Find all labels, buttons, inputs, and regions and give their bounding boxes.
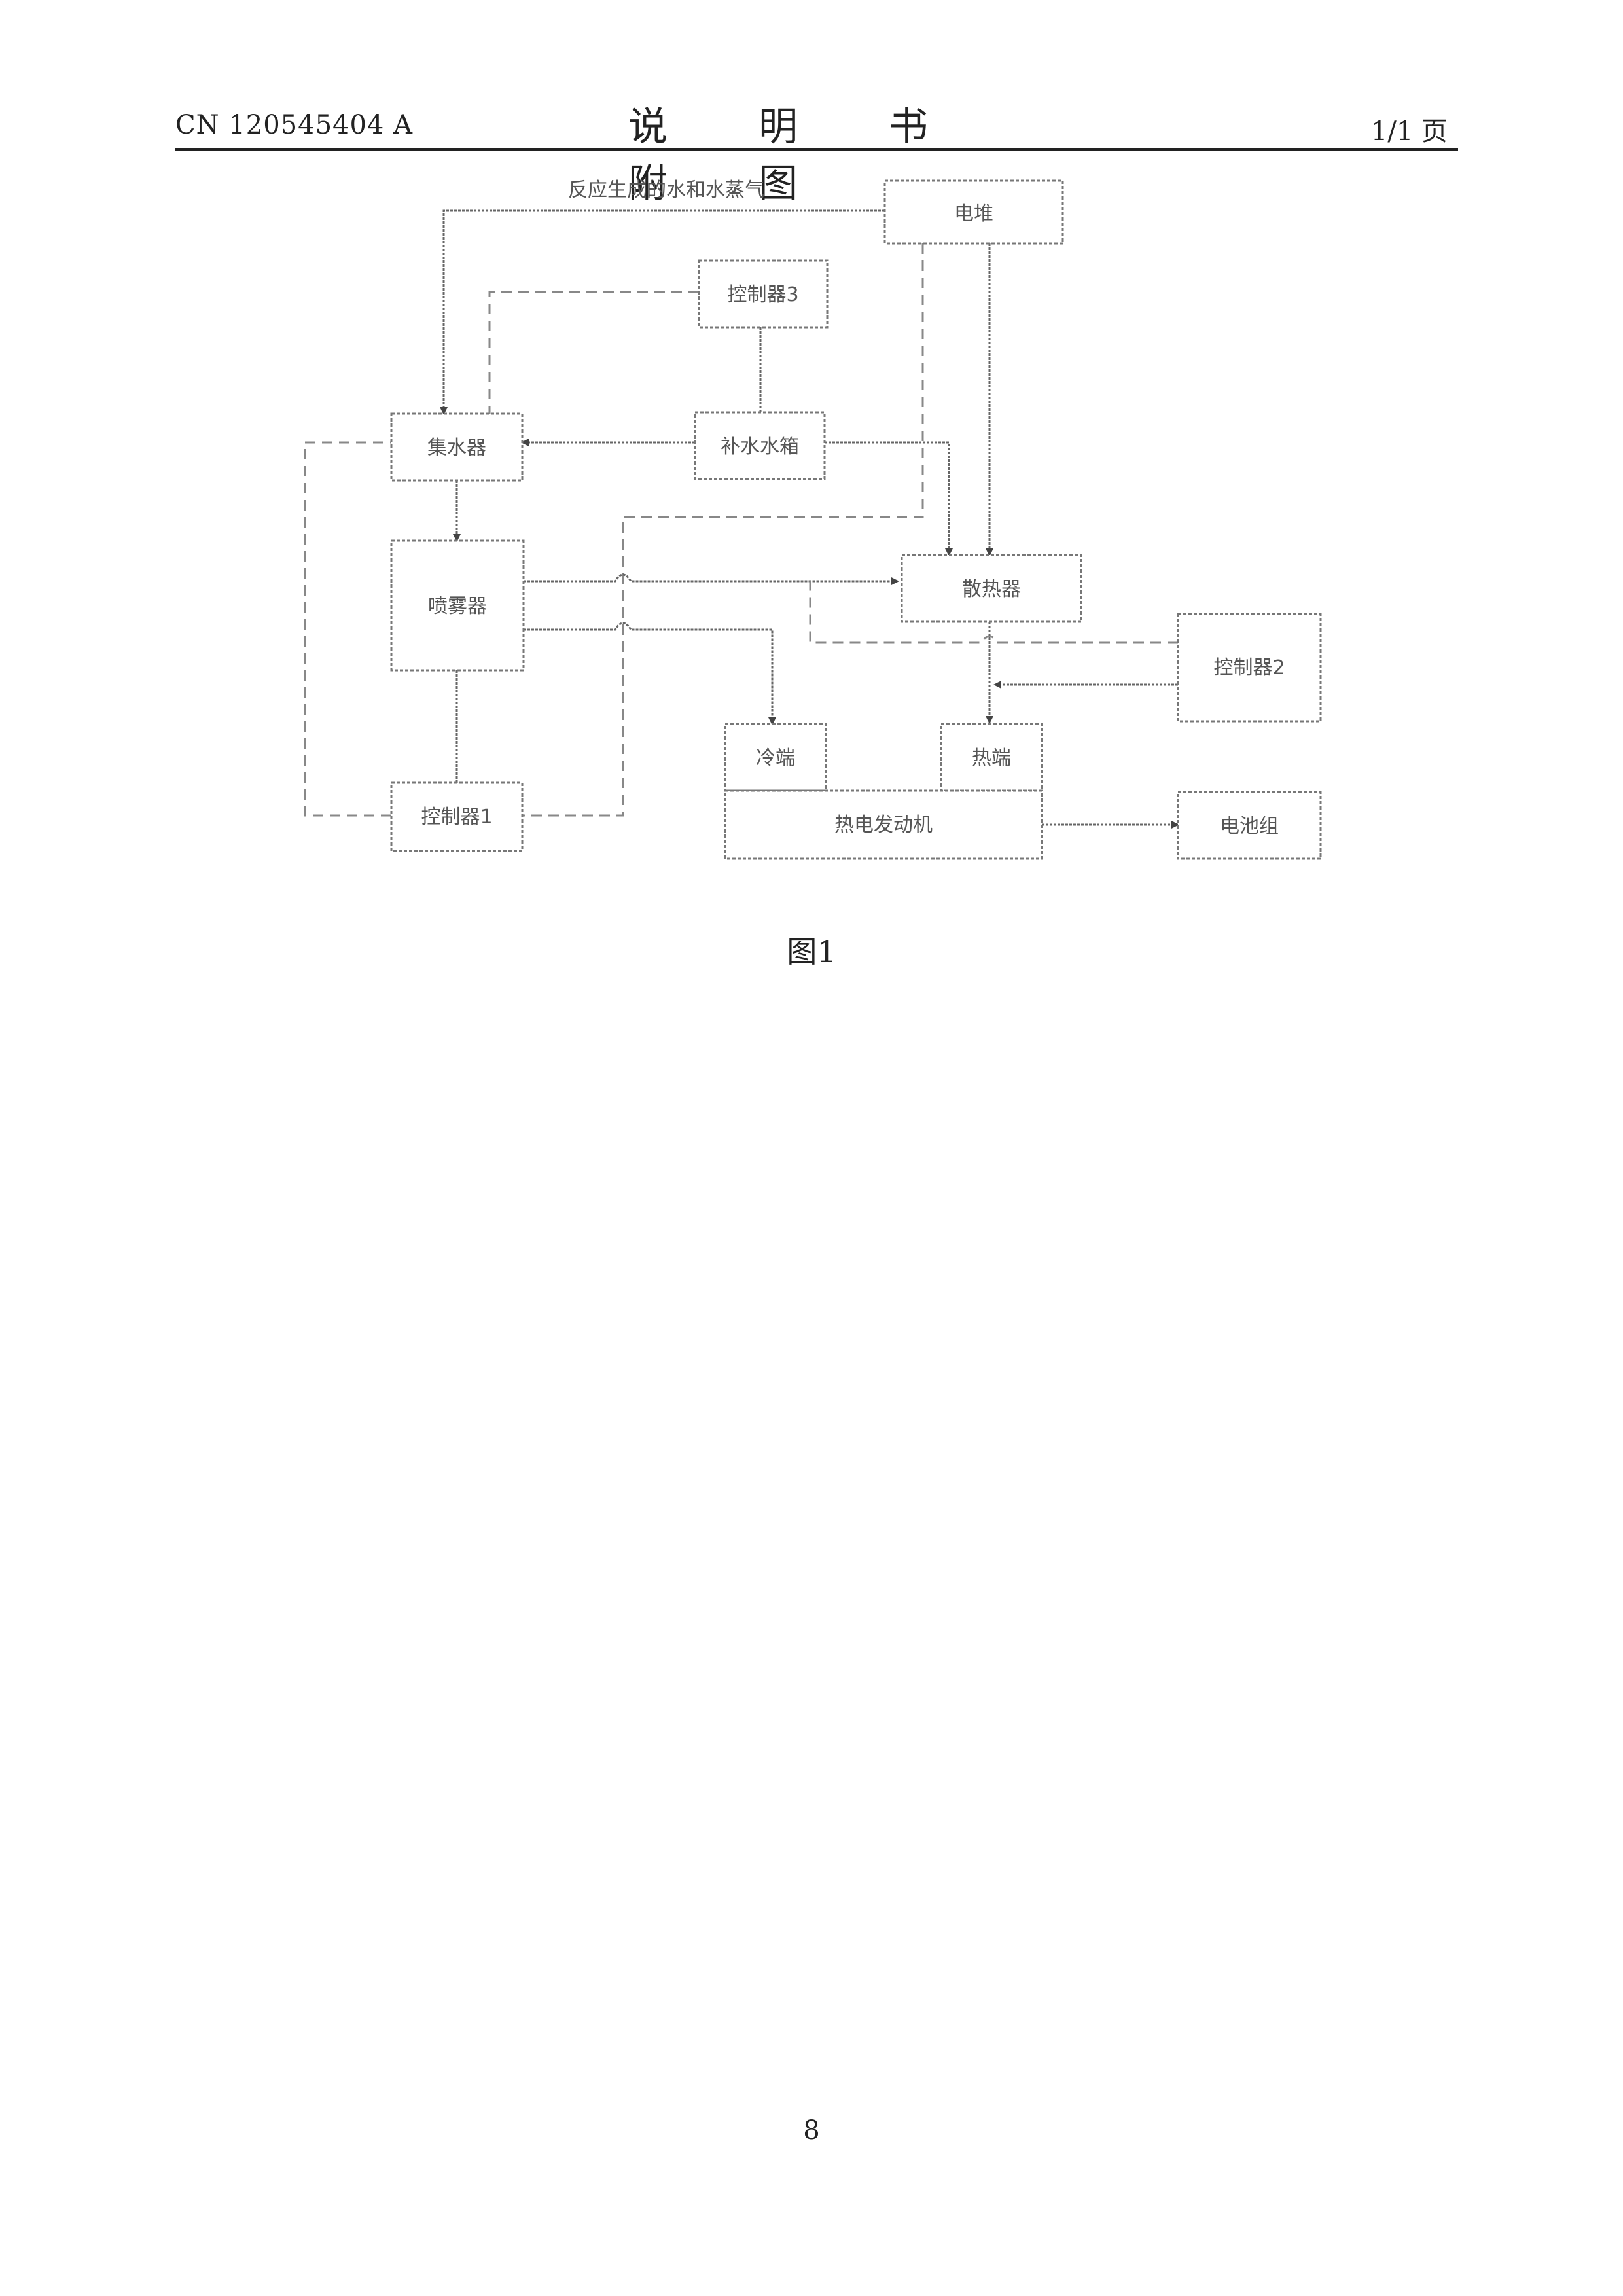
block-cold-end: 冷端 — [725, 724, 826, 791]
block-fuel-cell-stack: 电堆 — [885, 181, 1063, 243]
svg-text:热电发动机: 热电发动机 — [834, 814, 933, 836]
block-controller-1: 控制器1 — [391, 783, 522, 851]
line-sprayer-to-cold-end — [524, 623, 772, 724]
block-thermoelectric-generator: 热电发动机 — [725, 791, 1042, 859]
block-makeup-water-tank: 补水水箱 — [695, 412, 825, 479]
svg-text:喷雾器: 喷雾器 — [428, 595, 487, 618]
block-battery-pack: 电池组 — [1178, 792, 1321, 859]
svg-text:控制器1: 控制器1 — [421, 806, 492, 829]
block-radiator: 散热器 — [902, 555, 1081, 622]
block-water-collector: 集水器 — [391, 414, 522, 480]
svg-text:控制器2: 控制器2 — [1213, 656, 1285, 679]
block-sprayer: 喷雾器 — [391, 541, 524, 670]
line-tank-to-radiator — [825, 442, 949, 555]
line-sprayer-to-radiator — [524, 575, 898, 581]
svg-text:集水器: 集水器 — [427, 437, 486, 459]
line-controller1-to-collector — [305, 442, 391, 816]
block-controller-3: 控制器3 — [699, 260, 827, 327]
block-hot-end: 热端 — [941, 724, 1042, 791]
figure-caption: 图1 — [746, 928, 877, 971]
svg-text:热端: 热端 — [972, 747, 1011, 770]
svg-text:补水水箱: 补水水箱 — [721, 435, 799, 458]
svg-text:散热器: 散热器 — [962, 578, 1021, 601]
svg-text:电池组: 电池组 — [1220, 815, 1279, 838]
signal-label: 反应生成的水和水蒸气 — [568, 179, 764, 202]
page-number: 8 — [746, 2115, 877, 2145]
line-stack-to-controller1 — [522, 243, 923, 816]
svg-text:冷端: 冷端 — [756, 747, 795, 770]
line-controller3-to-collector — [490, 292, 699, 414]
svg-text:电堆: 电堆 — [954, 202, 993, 225]
svg-text:控制器3: 控制器3 — [727, 283, 798, 306]
block-controller-2: 控制器2 — [1178, 614, 1321, 721]
